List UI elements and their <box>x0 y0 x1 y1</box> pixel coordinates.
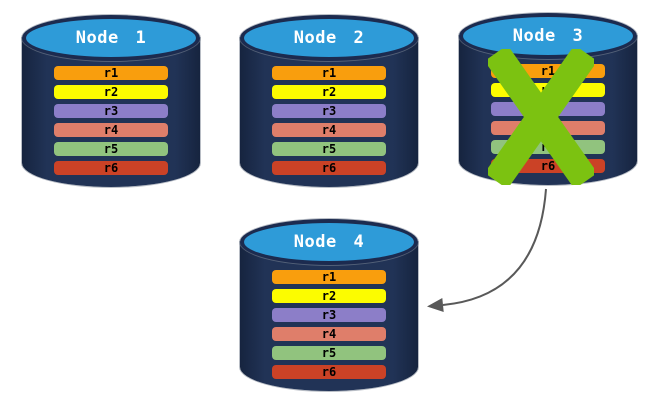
row-r2: r2 <box>272 85 386 99</box>
db-node-1: Node 1 r1 r2 r3 r4 r5 r6 <box>22 15 200 187</box>
row-r4: r4 <box>272 123 386 137</box>
node-title: Node 3 <box>512 26 584 46</box>
cylinder-top <box>22 15 200 61</box>
row-r2: r2 <box>54 85 168 99</box>
cylinder-top <box>459 13 637 59</box>
row-r5: r5 <box>272 346 386 360</box>
db-node-3: Node 3 r1 r2 r3 r4 r5 r6 <box>459 13 637 185</box>
node-title: Node 4 <box>293 232 365 252</box>
cylinder-top <box>240 219 418 265</box>
row-r6: r6 <box>272 161 386 175</box>
node-title: Node 1 <box>75 28 147 48</box>
row-r3: r3 <box>54 104 168 118</box>
row-r6: r6 <box>54 161 168 175</box>
row-r4: r4 <box>272 327 386 341</box>
cylinder-top <box>240 15 418 61</box>
row-r6: r6 <box>272 365 386 379</box>
row-r5: r5 <box>54 142 168 156</box>
db-node-2: Node 2 r1 r2 r3 r4 r5 r6 <box>240 15 418 187</box>
arrowhead-icon <box>427 298 444 312</box>
row-r1: r1 <box>54 66 168 80</box>
row-r5: r5 <box>272 142 386 156</box>
row-r1: r1 <box>272 270 386 284</box>
row-r1: r1 <box>272 66 386 80</box>
row-stack: r1 r2 r3 r4 r5 r6 <box>54 66 168 175</box>
row-r4: r4 <box>54 123 168 137</box>
row-r3: r3 <box>272 308 386 322</box>
db-node-4: Node 4 r1 r2 r3 r4 r5 r6 <box>240 219 418 391</box>
row-stack: r1 r2 r3 r4 r5 r6 <box>272 66 386 175</box>
row-r2: r2 <box>272 289 386 303</box>
node-title: Node 2 <box>293 28 365 48</box>
row-stack: r1 r2 r3 r4 r5 r6 <box>272 270 386 379</box>
x-mark-icon <box>488 49 594 185</box>
row-r3: r3 <box>272 104 386 118</box>
